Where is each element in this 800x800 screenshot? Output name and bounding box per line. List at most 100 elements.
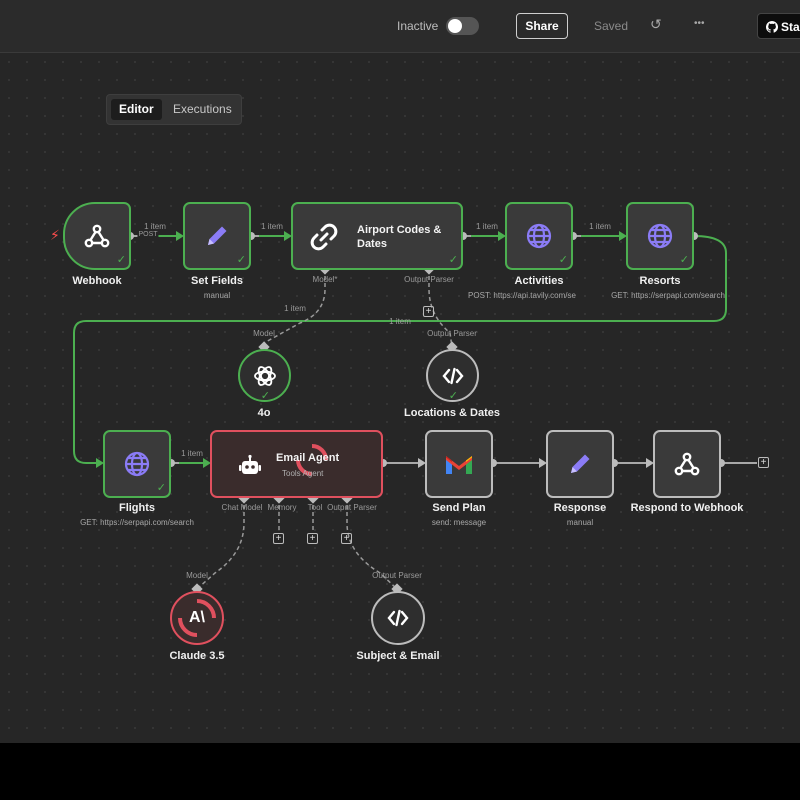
node-respond-to-webhook[interactable] [653,430,721,498]
port-label-output-parser: Output Parser [372,571,422,580]
node-webhook[interactable]: ✓ [63,202,131,270]
node-subject-email[interactable] [371,591,425,645]
node-label: Flights [118,502,156,514]
edge-label: 1 item [389,317,411,326]
edge-method-label: POST [137,231,159,238]
add-node-button[interactable]: + [758,457,769,468]
node-flights[interactable]: ✓ [103,430,171,498]
robot-icon [234,450,266,482]
node-label: Webhook [72,275,122,287]
dash-airport-locations [428,269,453,348]
node-locations-dates[interactable]: ✓ [426,349,479,402]
port-label-model: Model [186,571,208,580]
node-label: Response [553,502,607,514]
node-subtitle: manual [566,518,594,527]
add-output-parser-button[interactable]: + [341,533,352,544]
loading-spinner-icon [175,596,219,640]
dash-agent-subject [346,498,398,590]
add-output-parser-button[interactable]: + [423,306,434,317]
edge-label: 1 item [144,222,166,231]
share-button[interactable]: Share [516,13,568,39]
node-title: Airport Codes & [357,224,442,236]
add-memory-button[interactable]: + [273,533,284,544]
port-label-model: Model* [312,275,338,284]
edge-label: 1 item [476,222,498,231]
port-label-output-parser: Output Parser [427,329,477,338]
workflow-canvas[interactable]: Editor Executions [0,53,800,743]
node-label: Set Fields [191,275,243,287]
node-subtitle: GET: https://serpapi.com/search [80,518,194,527]
workflow-status-label: Inactive [397,19,439,33]
tab-editor[interactable]: Editor [111,99,162,120]
port-label-output-parser: Output Parser [327,503,377,512]
edge-label: 1 item [284,304,306,313]
code-icon [428,351,477,400]
node-airport-codes-dates[interactable]: Airport Codes & Dates ✓ [291,202,463,270]
node-label: Resorts [639,275,681,287]
anthropic-icon: A\ [172,593,222,643]
node-subtitle: send: message [431,518,487,527]
code-icon [373,593,423,643]
success-check-icon: ✓ [679,254,689,266]
anthropic-glyph: A\ [189,609,205,626]
saved-status: Saved [594,19,629,33]
port-label-tool: Tool [307,503,323,512]
node-send-plan[interactable] [425,430,493,498]
toggle-knob [448,19,462,33]
view-tabs: Editor Executions [106,94,242,125]
node-label: Respond to Webhook [630,502,744,514]
pencil-icon [185,204,249,268]
node-label: Locations & Dates [404,407,500,419]
port-label-model: Model [253,329,275,338]
node-model-4o[interactable]: ✓ [238,349,291,402]
loading-spinner-icon [292,440,332,480]
node-claude-model[interactable]: A\ [170,591,224,645]
port-label-output-parser: Output Parser [404,275,454,284]
node-email-agent[interactable]: Email Agent Tools Agent [210,430,383,498]
dash-agent-claude [196,498,245,590]
node-subtitle: POST: https://api.tavily.com/se [468,291,576,300]
dash-airport-4o [263,269,326,344]
node-label: Claude 3.5 [169,650,225,662]
node-response[interactable] [546,430,614,498]
edge-label: 1 item [181,449,203,458]
node-set-fields[interactable]: ✓ [183,202,251,270]
success-check-icon: ✓ [448,390,458,402]
webhook-icon [655,432,719,496]
node-label: Subject & Email [356,650,440,662]
more-options-icon[interactable]: ••• [694,18,705,29]
github-star-button[interactable]: Star [757,13,800,39]
tab-executions[interactable]: Executions [173,102,232,116]
node-title: Dates [357,238,387,250]
port-label-memory: Memory [267,503,297,512]
github-star-label: Star [781,20,800,34]
success-check-icon: ✓ [448,254,458,266]
edge-resorts-flights [73,235,727,464]
success-check-icon: ✓ [116,254,126,266]
success-check-icon: ✓ [558,254,568,266]
link-icon [307,220,341,254]
trigger-bolt-icon: ⚡ [50,227,60,243]
history-icon[interactable]: ↺ [650,16,662,32]
node-title: Email Agent [276,452,340,464]
node-activities[interactable]: ✓ [505,202,573,270]
node-label: Send Plan [432,502,486,514]
success-check-icon: ✓ [260,390,270,402]
node-label: 4o [257,407,271,419]
edge-label: 1 item [589,222,611,231]
node-subtitle: GET: https://serpapi.com/search [611,291,725,300]
webhook-icon [65,204,129,268]
top-bar: Inactive Share Saved ↺ ••• Star [0,0,800,53]
success-check-icon: ✓ [156,482,166,494]
node-subtitle: manual [203,291,231,300]
globe-icon [628,204,692,268]
node-resorts[interactable]: ✓ [626,202,694,270]
add-tool-button[interactable]: + [307,533,318,544]
globe-icon [507,204,571,268]
active-toggle[interactable] [446,17,479,35]
edge-label: 1 item [261,222,283,231]
success-check-icon: ✓ [236,254,246,266]
port-label-chat-model: Chat Model [221,503,263,512]
pencil-icon [548,432,612,496]
github-icon [765,20,779,33]
